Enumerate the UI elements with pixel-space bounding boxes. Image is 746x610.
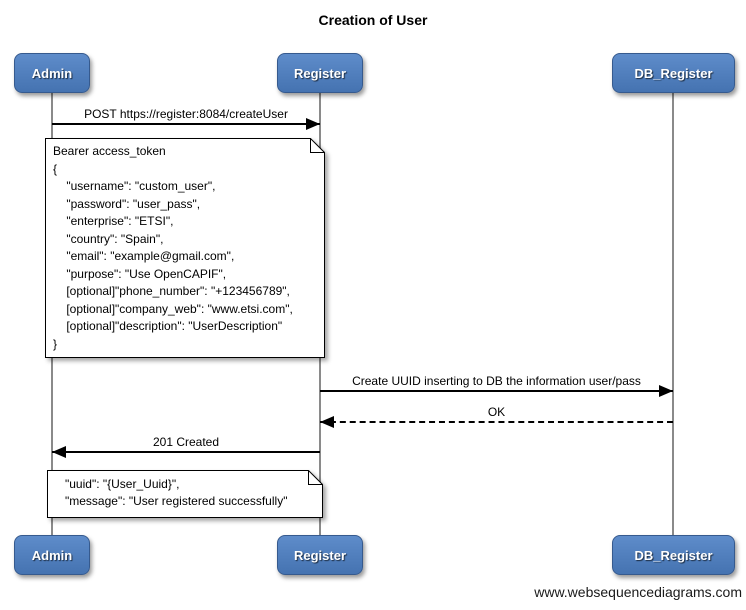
lifeline-db-register [672,93,674,535]
arrow-line [52,446,320,458]
watermark: www.websequencediagrams.com [534,584,742,600]
note-line: } [53,336,58,351]
note-request-body-text: Bearer access_token { "username": "custo… [45,138,325,358]
note-line: "country": "Spain", [53,231,164,246]
note-shape [47,470,323,518]
arrow-line [52,118,320,130]
message-ok: OK [320,404,673,428]
actor-db-register-bottom: DB_Register [612,535,735,575]
note-line: "enterprise": "ETSI", [53,214,174,228]
actor-db-register-top: DB_Register [612,53,735,93]
note-line: "uuid": "{User_Uuid}", [65,477,180,491]
actor-admin-label: Admin [31,547,73,563]
note-line: Bearer access_token [53,144,166,158]
note-line: "email": "example@gmail.com", [53,249,235,263]
actor-register-bottom: Register [277,535,363,575]
actor-register-label: Register [293,547,347,563]
message-post-create-user: POST https://register:8084/createUser [52,106,320,130]
arrowhead-right-icon [659,385,673,397]
note-line: "password": "user_pass", [53,196,201,211]
message-label: POST https://register:8084/createUser [84,107,288,121]
note-line: "username": "custom_user", [53,179,216,193]
actor-db-register-label: DB_Register [634,547,713,563]
note-line: "message": "User registered successfully… [65,494,288,508]
message-label: Create UUID inserting to DB the informat… [352,374,641,388]
arrowhead-right-icon [306,118,320,130]
note-shape [45,138,325,358]
note-line: [optional]"company_web": "www.etsi.com", [53,301,293,316]
arrow-line-dashed [320,416,673,428]
note-line: "purpose": "Use OpenCAPIF", [53,266,227,281]
message-create-uuid: Create UUID inserting to DB the informat… [320,373,673,397]
note-response-body-text: "uuid": "{User_Uuid}", "message": "User … [47,470,323,518]
actor-db-register-label: DB_Register [634,65,713,81]
actor-register-label: Register [293,65,347,81]
arrow-line [320,385,673,397]
note-line: [optional]"description": "UserDescriptio… [53,319,283,333]
note-response-body: "uuid": "{User_Uuid}", "message": "User … [47,470,323,518]
actor-register-top: Register [277,53,363,93]
diagram-title: Creation of User [318,12,428,28]
message-201-created: 201 Created [52,434,320,458]
note-line: { [53,161,58,176]
note-request-body: Bearer access_token { "username": "custo… [45,138,325,358]
actor-admin-bottom: Admin [14,535,90,575]
actor-admin-top: Admin [14,53,90,93]
arrowhead-left-icon [320,416,334,428]
message-label: OK [487,405,506,419]
message-label: 201 Created [152,435,220,449]
note-line: [optional]"phone_number": "+123456789", [53,284,290,298]
arrowhead-left-icon [52,446,66,458]
actor-admin-label: Admin [31,65,73,81]
